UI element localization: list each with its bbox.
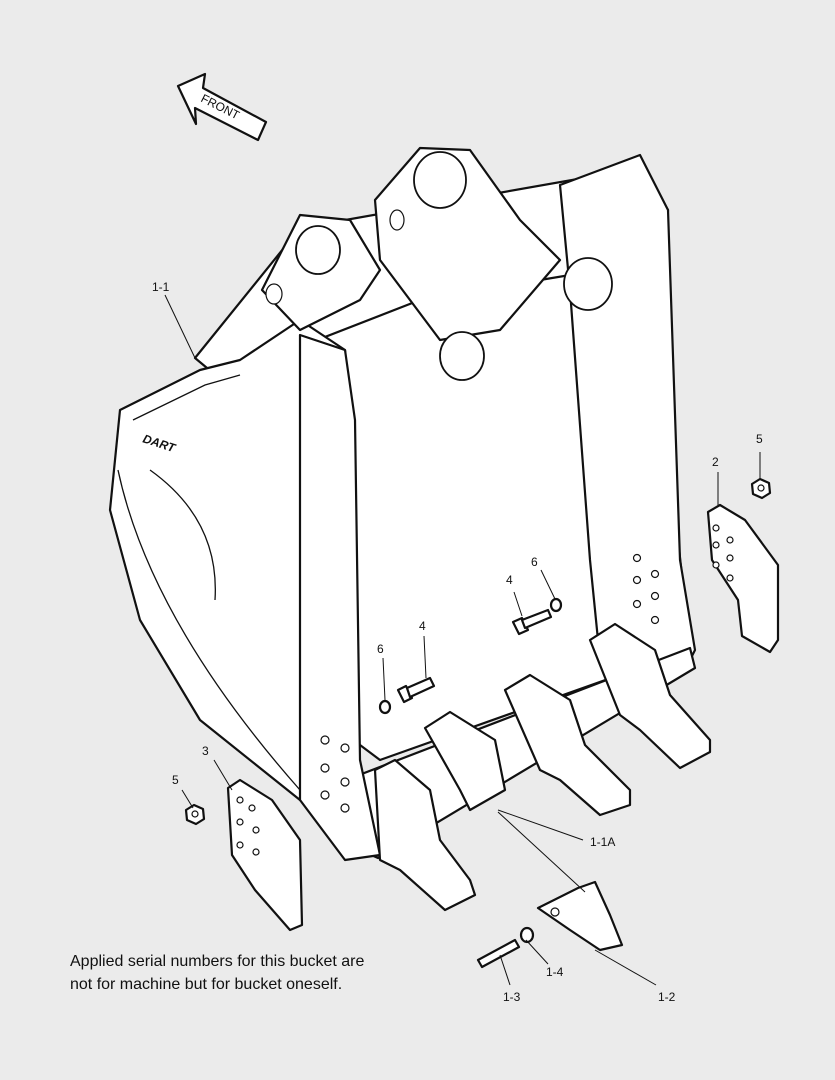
pin-part-1-3 [476,938,521,969]
callout-4-left: 4 [419,619,426,633]
callout-1-1a: 1-1A [590,835,615,849]
bolt-part-4-left [396,676,436,704]
pin-boss-rear [295,225,341,275]
callout-1-3: 1-3 [503,990,521,1004]
side-cutter-right-part-2 [706,503,780,654]
pin-boss-front-upper [413,151,467,209]
side-cutter-left-part-3 [226,778,304,932]
callout-1-1: 1-1 [152,280,170,294]
bolt-part-4-right [511,608,553,636]
serial-number-note: Applied serial numbers for this bucket a… [70,950,364,996]
leader-lines [164,294,761,986]
nut-part-5-left [184,803,206,826]
callout-labels: 1-1 2 5 3 5 4 6 4 6 1-1A 1-2 1-3 1-4 [152,280,763,1004]
pin-boss-rear-lower [439,331,485,381]
callout-3: 3 [202,744,209,758]
note-line-1: Applied serial numbers for this bucket a… [70,953,365,970]
callout-6-left: 6 [377,642,384,656]
tooth-point-part-1-2 [536,880,624,952]
callout-5-right: 5 [756,432,763,446]
side-bolt-holes-right [632,553,660,625]
callout-2: 2 [712,455,719,469]
side-bolt-holes-left [320,735,350,813]
mounting-bracket-rear [260,213,382,332]
callout-5-left: 5 [172,773,179,787]
bucket-teeth [373,622,712,912]
nut-part-5-right [750,477,772,500]
callout-4-right: 4 [506,573,513,587]
lock-washer-part-1-4 [519,926,535,944]
callout-6-right: 6 [531,555,538,569]
mounting-bracket-front [373,146,613,381]
callout-1-4: 1-4 [546,965,564,979]
note-line-2: not for machine but for bucket oneself. [70,976,343,993]
callout-1-2: 1-2 [658,990,676,1004]
pin-boss-front-lower [563,257,613,311]
washer-part-6-right [549,597,563,613]
washer-part-6-left [378,699,392,715]
front-direction-arrow: FRONT [176,72,268,142]
